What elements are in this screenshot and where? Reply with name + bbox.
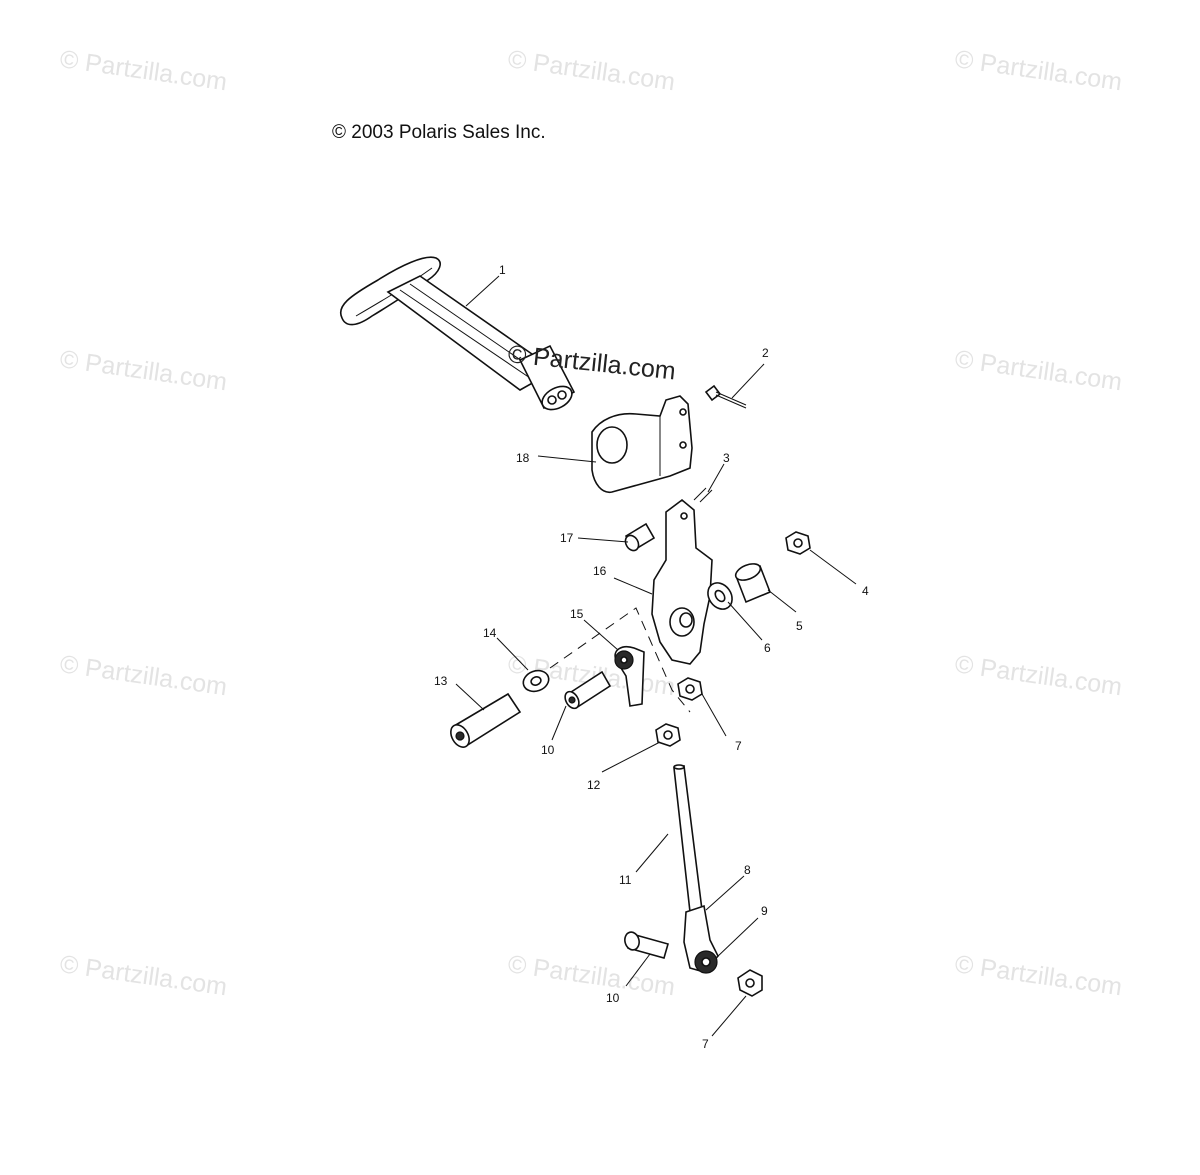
part-14-washer: [522, 669, 550, 693]
callout-10: 10: [606, 991, 620, 1005]
callout-6: 6: [764, 641, 771, 655]
part-4-nut: [785, 531, 811, 555]
part-8-rod-end: [683, 904, 719, 974]
part-6-washer: [707, 582, 733, 610]
part-7-nut: [737, 969, 763, 997]
callout-8: 8: [744, 863, 751, 877]
part-10-bolt: [564, 670, 612, 710]
part-3-cotter-pin: [693, 487, 713, 503]
part-16-bracket: [651, 498, 713, 665]
callout-16: 16: [593, 564, 607, 578]
callout-9: 9: [761, 904, 768, 918]
callout-7: 7: [702, 1037, 709, 1051]
callout-18: 18: [516, 451, 530, 465]
callout-14: 14: [483, 626, 497, 640]
leader-lines: [455, 275, 857, 1037]
part-10-bolt: [624, 931, 669, 959]
callout-4: 4: [862, 584, 869, 598]
part-15-rod-end: [614, 645, 645, 707]
callout-5: 5: [796, 619, 803, 633]
part-12-nut: [655, 723, 681, 747]
copyright-notice: © 2003 Polaris Sales Inc.: [332, 122, 546, 143]
part-1-lever: [339, 256, 576, 411]
part-13-bolt: [450, 692, 522, 748]
callout-13: 13: [434, 674, 448, 688]
callout-7: 7: [735, 739, 742, 753]
callout-10: 10: [541, 743, 555, 757]
callout-17: 17: [560, 531, 574, 545]
callout-12: 12: [587, 778, 601, 792]
callout-2: 2: [762, 346, 769, 360]
callout-1: 1: [499, 263, 506, 277]
assembly-dash-line: [549, 607, 691, 713]
callout-11: 11: [619, 873, 632, 887]
part-7-nut: [677, 677, 703, 701]
part-11-rod: [673, 764, 703, 913]
part-2-pin: [704, 384, 747, 409]
part-18-bracket: [591, 395, 693, 494]
part-17-pin: [624, 522, 656, 552]
callout-15: 15: [570, 607, 584, 621]
part-5-spacer: [734, 563, 772, 604]
callout-3: 3: [723, 451, 730, 465]
